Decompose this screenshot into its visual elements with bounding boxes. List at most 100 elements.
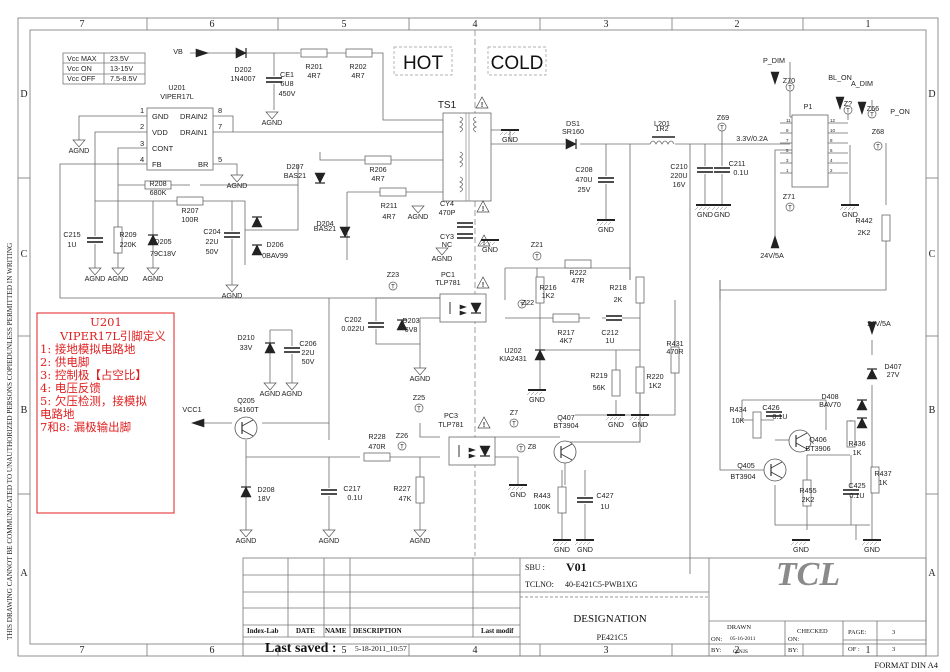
component-label: 2K <box>614 295 623 304</box>
test-point-icon <box>717 122 727 132</box>
diode-d204-icon <box>339 226 351 238</box>
test-point-icon <box>843 105 853 115</box>
ground-hatch <box>582 541 587 546</box>
wire <box>245 185 299 231</box>
ground-hatch <box>503 131 508 136</box>
ground-hatch <box>641 416 646 421</box>
component-label: PC1 <box>441 270 455 279</box>
ground-hatch <box>586 541 591 546</box>
diode-d408a-icon <box>856 399 868 411</box>
ground-hatch <box>869 541 874 546</box>
component-label: D202 <box>234 65 251 74</box>
ground-hatch <box>637 416 642 421</box>
ground-label: AGND <box>236 536 257 545</box>
wire <box>78 115 147 140</box>
ground-hatch <box>487 241 492 246</box>
pin-3-name: CONT <box>152 144 174 153</box>
component-label: R201 <box>305 62 322 71</box>
ground-label: AGND <box>319 536 340 545</box>
component-label: PC3 <box>444 411 458 420</box>
component-label: 22U <box>301 348 314 357</box>
component-label: TS1 <box>438 100 457 111</box>
pin-8-num: 8 <box>218 106 222 115</box>
ground-label: GND <box>482 245 498 254</box>
ground-hatch <box>491 241 496 246</box>
component-label: S4160T <box>233 405 259 414</box>
wire <box>375 298 420 345</box>
component-label: R436 <box>848 439 865 448</box>
diode-d206a-icon <box>251 216 263 228</box>
format-label: FORMAT DIN A4 <box>874 660 938 670</box>
component-label: C215 <box>63 230 80 239</box>
component-label: 220K <box>120 240 137 249</box>
component-label: BAS21 <box>314 224 336 233</box>
vcc-max-value: 23.5V <box>110 54 129 63</box>
resistor-r437 <box>870 466 880 494</box>
component-label: BT3904 <box>553 421 578 430</box>
resistor-r202 <box>345 48 373 58</box>
grid-column-label: 3 <box>604 19 609 30</box>
transformer-winding <box>459 176 463 193</box>
component-label: 50V <box>302 357 315 366</box>
last-saved-value: 5-18-2011_10:57 <box>355 644 407 653</box>
component-label: 4R7 <box>382 212 395 221</box>
resistor-r227 <box>415 476 425 504</box>
test-point-glyph: T <box>720 126 724 132</box>
component-label: R206 <box>369 165 386 174</box>
capacitor-c204 <box>224 231 240 239</box>
ground-label: AGND <box>408 212 429 221</box>
component-label: 1K2 <box>542 291 555 300</box>
component-label: Z71 <box>783 192 795 201</box>
resistor-r228 <box>363 452 391 462</box>
vcc-off-value: 7.5-8.5V <box>110 74 137 83</box>
component-label: R227 <box>393 484 410 493</box>
capacitor-c211 <box>714 166 730 174</box>
note-line: 7和8: 漏极输出脚 <box>40 420 131 434</box>
ic-ref: U201 <box>168 83 185 92</box>
ground-hatch <box>723 206 728 211</box>
test-point-glyph: T <box>391 285 395 291</box>
bl-on-port-icon <box>835 96 845 110</box>
test-point-icon <box>414 403 424 413</box>
ground-hatch <box>534 391 539 396</box>
transistor-lead <box>770 471 783 479</box>
component-label: Z68 <box>872 127 884 136</box>
ground-label: AGND <box>262 118 283 127</box>
component-label: Z25 <box>413 393 425 402</box>
wire <box>213 163 238 175</box>
resistor-r220 <box>635 366 645 394</box>
header-index-lab: Index-Lab <box>247 627 279 635</box>
test-point-icon <box>785 82 795 92</box>
of-value: 3 <box>892 646 895 653</box>
opto-light-icon <box>459 304 467 310</box>
designation-label: DESIGNATION <box>573 613 646 625</box>
transistor-lead <box>560 443 573 451</box>
capacitor-c210 <box>697 166 713 174</box>
pin-2-num: 2 <box>140 122 144 131</box>
component-label: 0.022U <box>341 324 364 333</box>
ground-hatch <box>483 241 488 246</box>
ground-hatch <box>706 206 711 211</box>
resistor-r211 <box>379 187 407 197</box>
grid-column-label: 5 <box>342 19 347 30</box>
transistor-q405-icon <box>763 458 787 482</box>
test-point-icon <box>517 299 527 309</box>
transistor-lead <box>241 419 254 427</box>
vb-port-icon <box>195 48 209 58</box>
test-point-glyph: T <box>520 303 524 309</box>
grid-row-label: B <box>929 405 936 416</box>
grid-column-label: 4 <box>473 645 478 656</box>
title-block: Index-Lab DATE NAME DESCRIPTION Last mod… <box>242 556 927 657</box>
component-label: 16V <box>673 180 686 189</box>
component-label: Z26 <box>396 431 408 440</box>
component-label: R431 <box>666 339 683 348</box>
ground-hatch <box>715 206 720 211</box>
component-label: 1K <box>853 448 862 457</box>
diode-d202-icon <box>235 47 247 59</box>
component-label: 470R <box>666 347 683 356</box>
component-label: C217 <box>343 484 360 493</box>
component-label: 1U <box>605 336 614 345</box>
drawn-by-value: QINJS <box>733 649 748 655</box>
